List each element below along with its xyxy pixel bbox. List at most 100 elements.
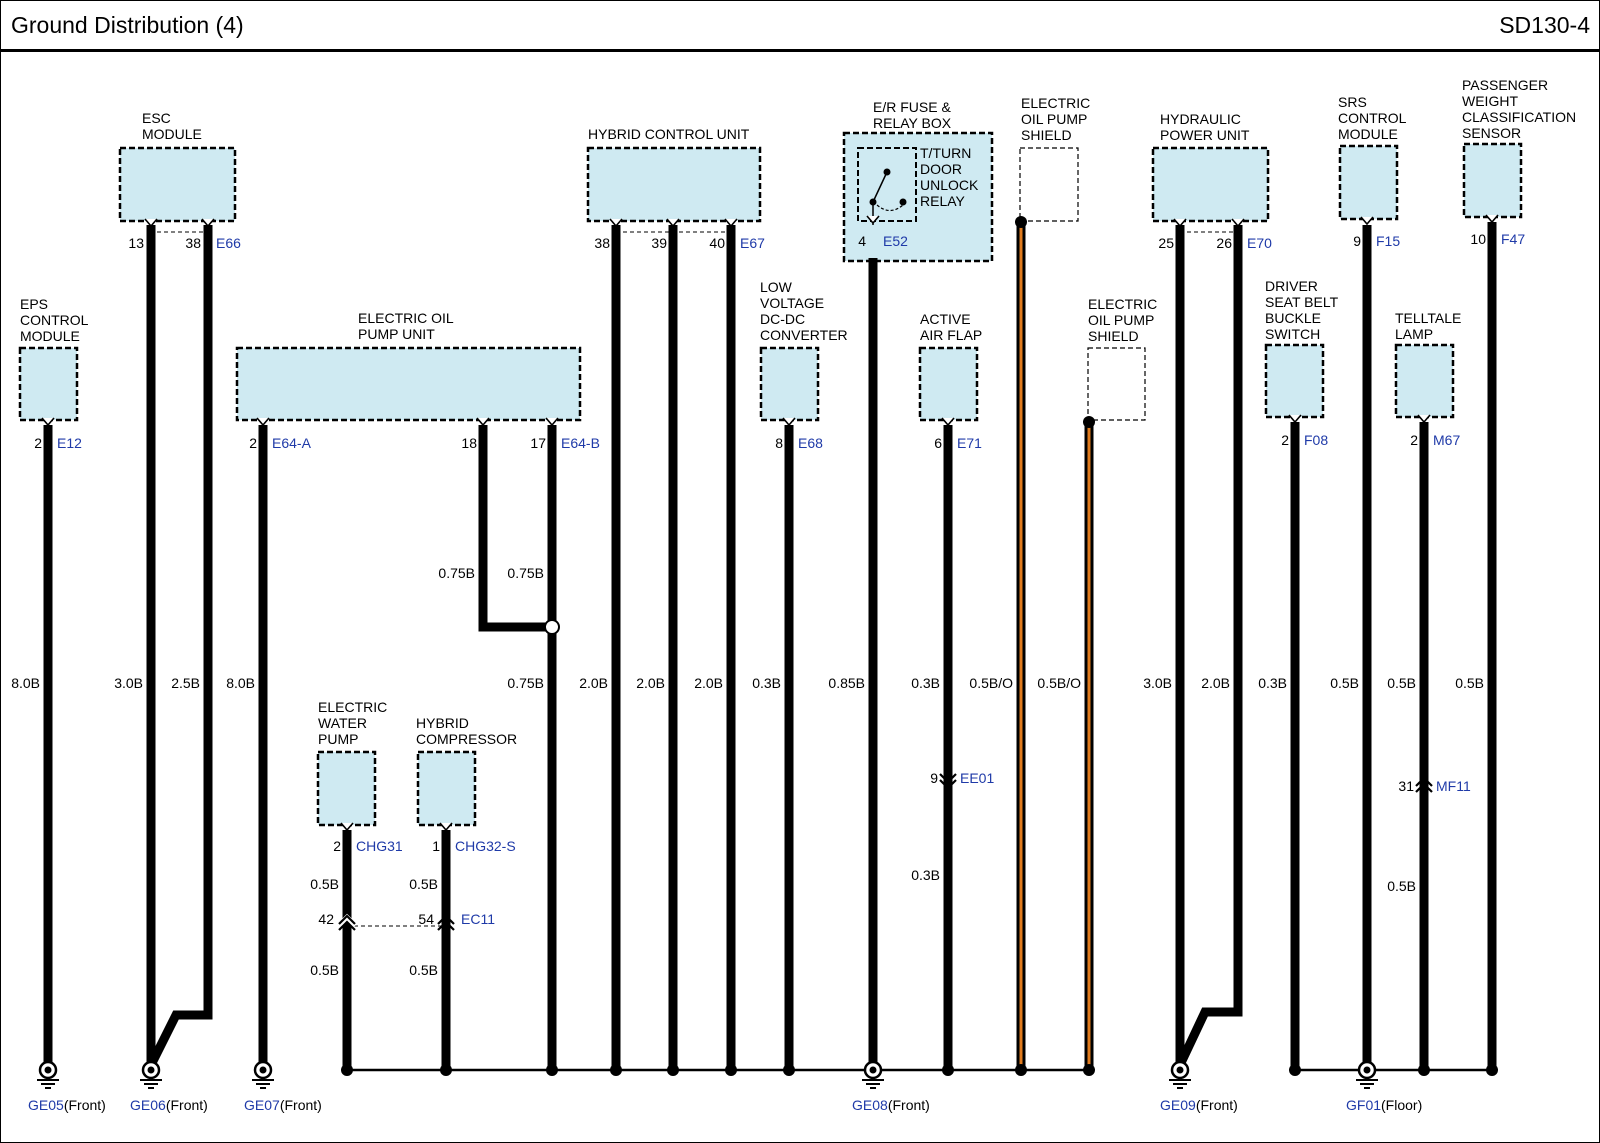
connector-id: EC11 bbox=[461, 911, 495, 927]
ground-label-ge08: GE08(Front) bbox=[852, 1097, 930, 1113]
pin-number: 13 bbox=[128, 235, 144, 251]
connector-id: F15 bbox=[1376, 233, 1400, 249]
ground-label-ge09: GE09(Front) bbox=[1160, 1097, 1238, 1113]
pin-number: 9 bbox=[1353, 233, 1361, 249]
driver-seat-belt-box bbox=[1264, 343, 1325, 419]
esc-module-box bbox=[118, 146, 237, 223]
wire-label: 3.0B bbox=[114, 675, 143, 691]
connector-id: E67 bbox=[740, 235, 765, 251]
document-code: SD130-4 bbox=[1499, 12, 1590, 38]
ldc-box bbox=[759, 346, 820, 422]
wire-label: 0.5B/O bbox=[1037, 675, 1081, 691]
connector-id: E52 bbox=[883, 233, 908, 249]
connector-id: M67 bbox=[1433, 432, 1460, 448]
connector-id: E64-B bbox=[561, 435, 600, 451]
pin-number: 54 bbox=[418, 911, 434, 927]
title-bar: Ground Distribution (4) SD130-4 bbox=[0, 0, 1600, 52]
pin-number: 4 bbox=[858, 233, 866, 249]
pin-number: 2 bbox=[333, 838, 341, 854]
wire-label: 0.3B bbox=[752, 675, 781, 691]
pin-number: 10 bbox=[1470, 231, 1486, 247]
ground-label-ge05: GE05(Front) bbox=[28, 1097, 106, 1113]
ground-label-ge07: GE07(Front) bbox=[244, 1097, 322, 1113]
hydraulic-power-unit-box bbox=[1151, 146, 1270, 223]
shield-wires bbox=[1015, 216, 1095, 1070]
wire-label: 0.75B bbox=[507, 675, 544, 691]
junction-dots bbox=[341, 1064, 1498, 1076]
wire-label: 0.5B bbox=[409, 876, 438, 892]
wire-label: 2.0B bbox=[1201, 675, 1230, 691]
hybrid-compressor-box bbox=[416, 750, 477, 827]
pin-number: 2 bbox=[1281, 432, 1289, 448]
connector-id: E68 bbox=[798, 435, 823, 451]
wire-labels: 8.0B 3.0B 2.5B 8.0B 0.75B 0.75B 0.75B 2.… bbox=[11, 565, 1484, 978]
connector-id: E66 bbox=[216, 235, 241, 251]
wire-label: 0.75B bbox=[438, 565, 475, 581]
pin-number: 25 bbox=[1158, 235, 1174, 251]
wire-label: 0.5B bbox=[1387, 675, 1416, 691]
oil-pump-shield-box-2 bbox=[1087, 347, 1146, 421]
pin-number: 1 bbox=[432, 838, 440, 854]
pin-number: 18 bbox=[461, 435, 477, 451]
active-air-flap-box bbox=[918, 346, 979, 422]
hybrid-control-unit-box bbox=[586, 146, 762, 223]
telltale-lamp-box bbox=[1394, 343, 1455, 419]
wire-label: 0.5B bbox=[310, 962, 339, 978]
pin-number: 40 bbox=[709, 235, 725, 251]
connector-id: E64-A bbox=[272, 435, 312, 451]
pin-number: 38 bbox=[594, 235, 610, 251]
connector-id: MF11 bbox=[1436, 778, 1471, 794]
connector-id: E71 bbox=[957, 435, 982, 451]
connector-ids: E12 E66 E64-A E64-B E67 E52 E68 E71 E70 … bbox=[57, 231, 1525, 927]
wire-label: 3.0B bbox=[1143, 675, 1172, 691]
wire-label: 0.5B/O bbox=[969, 675, 1013, 691]
pin-number: 9 bbox=[930, 770, 938, 786]
splice-point bbox=[544, 619, 560, 635]
page-title: Ground Distribution (4) bbox=[11, 12, 244, 38]
connector-id: CHG32-S bbox=[455, 838, 516, 854]
pin-number: 2 bbox=[1410, 432, 1418, 448]
eps-control-module-box bbox=[18, 346, 79, 422]
connector-id: CHG31 bbox=[356, 838, 403, 854]
pin-number: 31 bbox=[1398, 778, 1414, 794]
wire-label: 0.3B bbox=[911, 675, 940, 691]
wire-label: 0.5B bbox=[409, 962, 438, 978]
wires bbox=[43, 222, 1497, 1070]
pwcs-box bbox=[1462, 142, 1523, 219]
wire-label: 2.5B bbox=[171, 675, 200, 691]
pin-number: 42 bbox=[318, 911, 334, 927]
pin-number: 8 bbox=[775, 435, 783, 451]
pin-number: 2 bbox=[249, 435, 257, 451]
pin-numbers: 2 13 38 2 18 17 38 39 40 4 8 6 25 26 9 1… bbox=[34, 231, 1486, 927]
pin-number: 39 bbox=[651, 235, 667, 251]
ground-label-ge06: GE06(Front) bbox=[130, 1097, 208, 1113]
inline-connectors bbox=[336, 773, 1433, 931]
connector-id: E12 bbox=[57, 435, 82, 451]
electric-water-pump-box bbox=[316, 750, 377, 827]
pin-number: 26 bbox=[1216, 235, 1232, 251]
pin-number: 2 bbox=[34, 435, 42, 451]
pin-number: 17 bbox=[530, 435, 546, 451]
oil-pump-shield-box-1 bbox=[1019, 147, 1079, 222]
hcu-label: HYBRID CONTROL UNIT bbox=[588, 126, 750, 142]
wire-label: 0.3B bbox=[911, 867, 940, 883]
wire-label: 2.0B bbox=[694, 675, 723, 691]
srs-control-module-box bbox=[1338, 144, 1399, 221]
ground-label-gf01: GF01(Floor) bbox=[1346, 1097, 1422, 1113]
wire-label: 0.5B bbox=[1330, 675, 1359, 691]
wire-label: 8.0B bbox=[11, 675, 40, 691]
wire-label: 2.0B bbox=[636, 675, 665, 691]
ground-symbols bbox=[35, 1060, 1380, 1090]
